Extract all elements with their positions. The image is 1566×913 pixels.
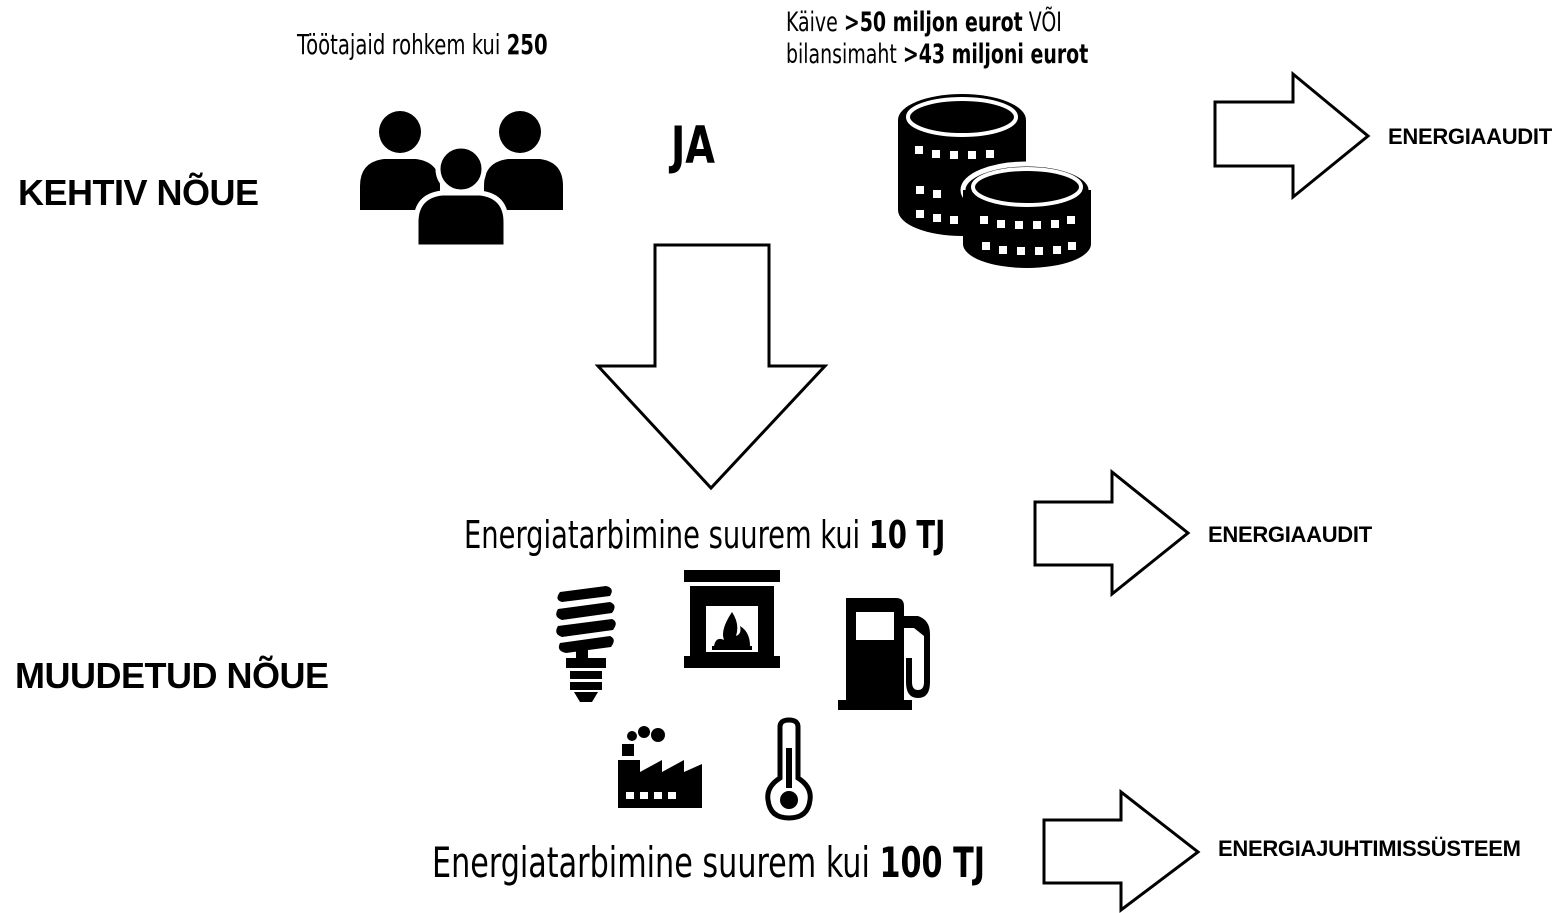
turnover-line: Käive >50 miljon eurot VÕI — [786, 7, 1088, 39]
tier1-value: 10 TJ — [868, 513, 946, 557]
balance-prefix: bilansimaht — [786, 39, 903, 70]
turnover-prefix: Käive — [786, 7, 844, 38]
tier2-value: 100 TJ — [879, 838, 985, 887]
thermometer-icon — [765, 717, 813, 821]
arrow-right-tier2 — [1042, 788, 1201, 913]
balance-line: bilansimaht >43 miljoni eurot — [786, 39, 1088, 71]
fireplace-icon — [684, 570, 780, 668]
section-label-current: KEHTIV NÕUE — [18, 172, 259, 213]
result-tier1: ENERGIAAUDIT — [1208, 522, 1372, 547]
arrow-right-tier1 — [1033, 468, 1191, 598]
tier1-text: Energiatarbimine suurem kui 10 TJ — [464, 513, 945, 557]
arrow-right-current — [1213, 70, 1371, 201]
lightbulb-icon — [556, 586, 616, 702]
coins-icon — [898, 94, 1094, 268]
balance-value: >43 miljoni eurot — [902, 39, 1089, 70]
tier1-prefix: Energiatarbimine suurem kui — [464, 513, 869, 557]
arrow-down — [594, 243, 829, 491]
tier2-prefix: Energiatarbimine suurem kui — [432, 838, 880, 887]
employees-value: 250 — [506, 28, 548, 61]
employees-prefix: Töötajaid rohkem kui — [297, 28, 507, 61]
and-label: JA — [671, 116, 715, 176]
section-label-changed: MUUDETUD NÕUE — [15, 655, 329, 696]
turnover-text: Käive >50 miljon eurot VÕI bilansimaht >… — [786, 7, 1088, 71]
fuel-pump-icon — [838, 598, 930, 710]
result-tier2: ENERGIAJUHTIMISSÜSTEEM — [1218, 836, 1521, 861]
result-current: ENERGIAAUDIT — [1388, 124, 1552, 149]
factory-icon — [618, 726, 702, 808]
or-label: VÕI — [1022, 7, 1062, 38]
turnover-value: >50 miljon eurot — [843, 7, 1023, 38]
employees-text: Töötajaid rohkem kui 250 — [297, 28, 548, 61]
people-icon — [360, 111, 563, 250]
tier2-text: Energiatarbimine suurem kui 100 TJ — [432, 838, 985, 887]
